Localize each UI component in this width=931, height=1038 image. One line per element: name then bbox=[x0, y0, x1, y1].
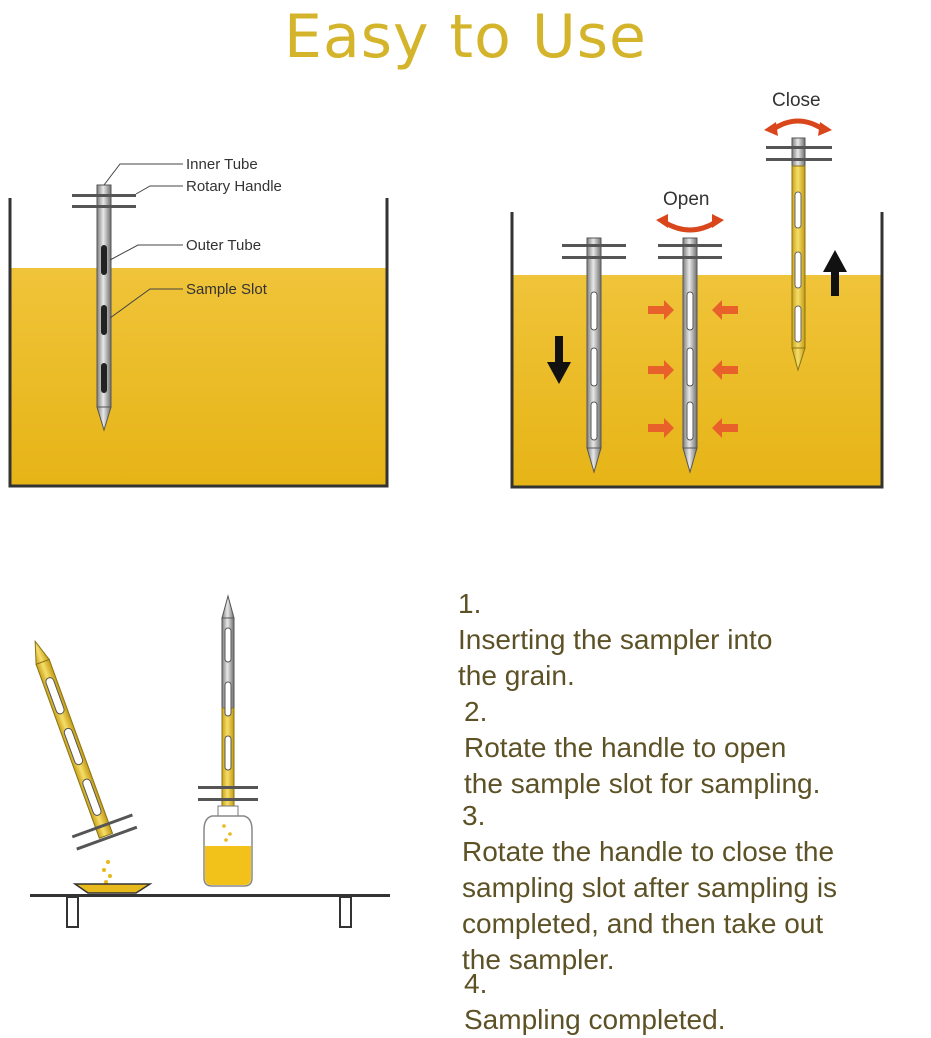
flow-arrows-right bbox=[712, 300, 738, 438]
sampler-labeled bbox=[72, 184, 136, 432]
step-item: 4. Sampling completed. bbox=[464, 930, 725, 1038]
sampler-open bbox=[658, 237, 722, 474]
step-text: Rotate the handle to close the sampling … bbox=[462, 836, 838, 975]
table bbox=[30, 894, 390, 928]
step-text: Rotate the handle to open the sample slo… bbox=[464, 732, 821, 799]
step-number: 3. bbox=[462, 800, 486, 831]
sampler-tilted bbox=[34, 639, 138, 851]
step-number: 2. bbox=[464, 696, 488, 727]
label-sample-slot: Sample Slot bbox=[186, 281, 268, 298]
flow-arrow-icon bbox=[712, 300, 738, 320]
sampler-upright bbox=[198, 594, 258, 807]
flow-arrow-icon bbox=[648, 360, 674, 380]
rotate-close-arrow-icon bbox=[764, 118, 832, 136]
step-item: 2. Rotate the handle to open the sample … bbox=[464, 658, 820, 802]
down-arrow-icon bbox=[547, 336, 571, 384]
step-item: 3. Rotate the handle to close the sampli… bbox=[462, 762, 837, 978]
sampler-closed bbox=[766, 137, 832, 372]
flow-arrow-icon bbox=[712, 418, 738, 438]
step-number: 4. bbox=[464, 968, 488, 999]
grain-stream bbox=[102, 860, 112, 884]
rotate-open-arrow-icon bbox=[656, 214, 724, 233]
label-open: Open bbox=[663, 189, 709, 210]
container-left bbox=[8, 198, 389, 488]
flow-arrow-icon bbox=[648, 300, 674, 320]
callout-lines bbox=[103, 163, 183, 319]
grain-fill bbox=[10, 268, 387, 486]
flow-arrow-icon bbox=[712, 360, 738, 380]
label-close: Close bbox=[772, 90, 821, 111]
flow-arrow-icon bbox=[648, 418, 674, 438]
label-inner-tube: Inner Tube bbox=[186, 156, 258, 173]
sampler-inserting bbox=[562, 237, 626, 474]
flow-arrows-left bbox=[648, 300, 674, 438]
sample-dish bbox=[72, 883, 153, 894]
step-item: 1. Inserting the sampler into the grain. bbox=[458, 550, 772, 694]
up-arrow-icon bbox=[823, 250, 847, 296]
label-rotary-handle: Rotary Handle bbox=[186, 178, 282, 195]
step-text: Inserting the sampler into the grain. bbox=[458, 624, 773, 691]
diagram-canvas: Inner Tube Rotary Handle Outer Tube Samp… bbox=[8, 90, 884, 928]
step-text: Sampling completed. bbox=[464, 1004, 726, 1035]
step-number: 1. bbox=[458, 588, 482, 619]
page-title: Easy to Use bbox=[284, 2, 647, 72]
collection-bottle bbox=[203, 805, 253, 887]
label-outer-tube: Outer Tube bbox=[186, 237, 261, 254]
